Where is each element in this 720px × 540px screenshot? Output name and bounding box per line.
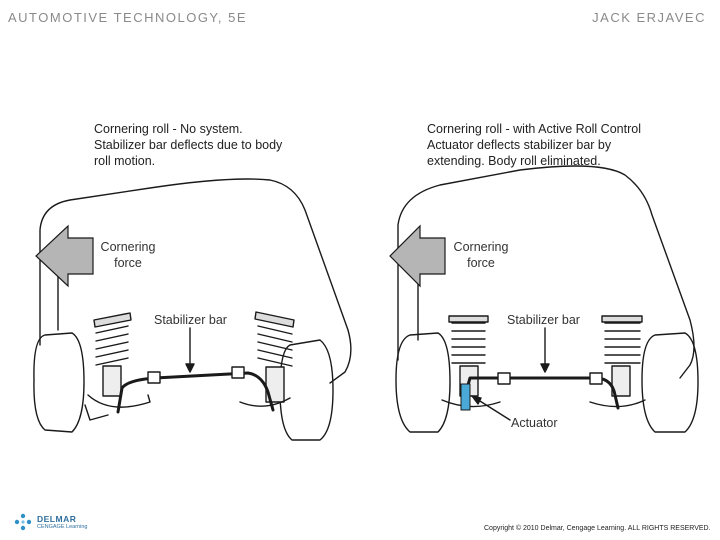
right-cornering-force-arrow [389,224,446,288]
left-panel-bushing-1 [147,371,161,384]
left-panel-wheel-inner [279,339,334,441]
header-author: JACK ERJAVEC [592,10,706,25]
delmar-logo-icon [14,513,32,531]
right-panel-bushing-1 [497,372,511,385]
left-cornering-force-arrow [35,224,94,288]
right-stabilizer-bar-label: Stabilizer bar [507,313,580,327]
right-panel-wheel-inner [641,332,699,433]
logo-line1: DELMAR [37,514,77,524]
logo-line2: CENGAGE Learning [37,524,88,530]
actuator-label: Actuator [511,416,558,430]
left-panel-wheel-outer [33,332,85,433]
publisher-logo: DELMAR CENGAGE Learning [12,512,87,532]
left-panel-caption: Cornering roll - No system. Stabilizer b… [94,122,283,168]
left-panel-spring-left [93,312,132,397]
right-panel-caption: Cornering roll - with Active Roll Contro… [427,122,641,168]
left-cornering-force-label: Cornering force [100,240,156,270]
right-panel-wheel-outer [395,332,451,433]
right-panel-spring-right [601,315,643,397]
header-book-title: AUTOMOTIVE TECHNOLOGY, 5E [8,10,248,25]
right-panel-bushing-2 [589,372,603,385]
left-stabilizer-bar-label: Stabilizer bar [154,313,227,327]
left-panel-bushing-2 [231,366,245,379]
right-cornering-force-label: Cornering force [453,240,509,270]
right-panel-actuator [460,383,471,411]
left-panel-stabilizer-bar [116,371,275,414]
left-vehicle-body [39,178,352,384]
copyright-notice: Copyright © 2010 Delmar, Cengage Learnin… [484,525,711,532]
left-panel-spring-right [254,311,295,403]
